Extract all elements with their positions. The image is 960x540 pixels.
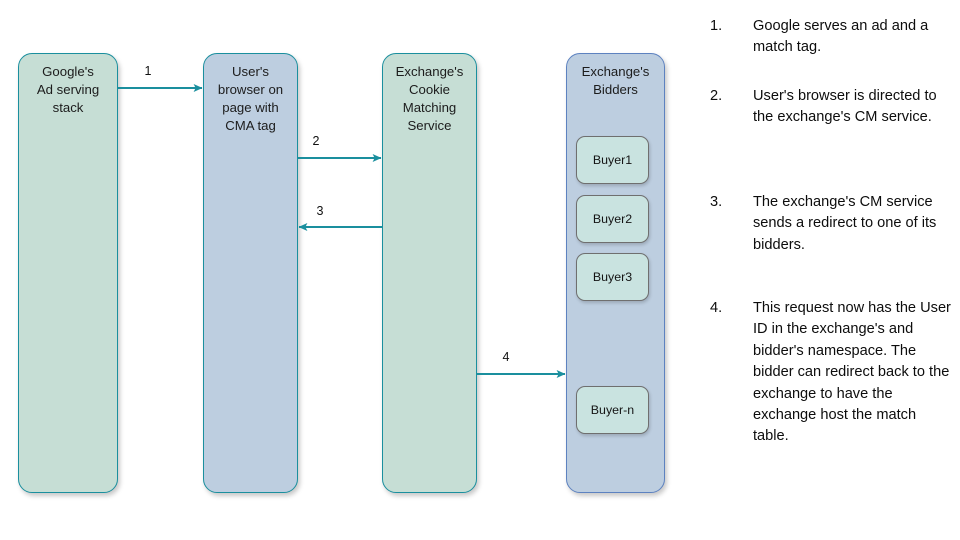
arrow-label-3: 3 — [316, 204, 324, 218]
node-google-ad-serving-stack[interactable]: Google's Ad serving stack — [18, 53, 118, 493]
buyer-label: Buyer2 — [592, 212, 633, 226]
node-exchange-bidders[interactable]: Exchange's Bidders Buyer1 Buyer2 Buyer3 … — [566, 53, 665, 493]
node-label: User's browser on page with CMA tag — [217, 64, 284, 133]
arrow-label-2: 2 — [312, 134, 320, 148]
node-user-browser[interactable]: User's browser on page with CMA tag — [203, 53, 298, 493]
buyer-chip[interactable]: Buyer3 — [576, 253, 649, 301]
legend-number: 4. — [710, 300, 723, 316]
buyer-label: Buyer3 — [592, 270, 633, 284]
buyer-chip[interactable]: Buyer-n — [576, 386, 649, 434]
arrow-label-4: 4 — [502, 350, 510, 364]
legend-text: User's browser is directed to the exchan… — [753, 88, 937, 126]
node-exchange-cookie-matching-service[interactable]: Exchange's Cookie Matching Service — [382, 53, 477, 493]
node-label: Exchange's Bidders — [581, 64, 650, 97]
node-label: Google's Ad serving stack — [36, 64, 100, 115]
buyer-chip[interactable]: Buyer2 — [576, 195, 649, 243]
legend-text: This request now has the User ID in the … — [753, 300, 951, 445]
node-label: Exchange's Cookie Matching Service — [395, 64, 464, 133]
legend-number: 3. — [710, 194, 723, 210]
legend-text: Google serves an ad and a match tag. — [753, 18, 929, 56]
legend-text: The exchange's CM service sends a redire… — [753, 194, 937, 253]
legend-number: 2. — [710, 88, 723, 104]
legend-number: 1. — [710, 18, 723, 34]
arrow-label-1: 1 — [144, 64, 152, 78]
buyer-label: Buyer-n — [590, 403, 635, 417]
buyer-label: Buyer1 — [592, 153, 633, 167]
buyer-chip[interactable]: Buyer1 — [576, 136, 649, 184]
